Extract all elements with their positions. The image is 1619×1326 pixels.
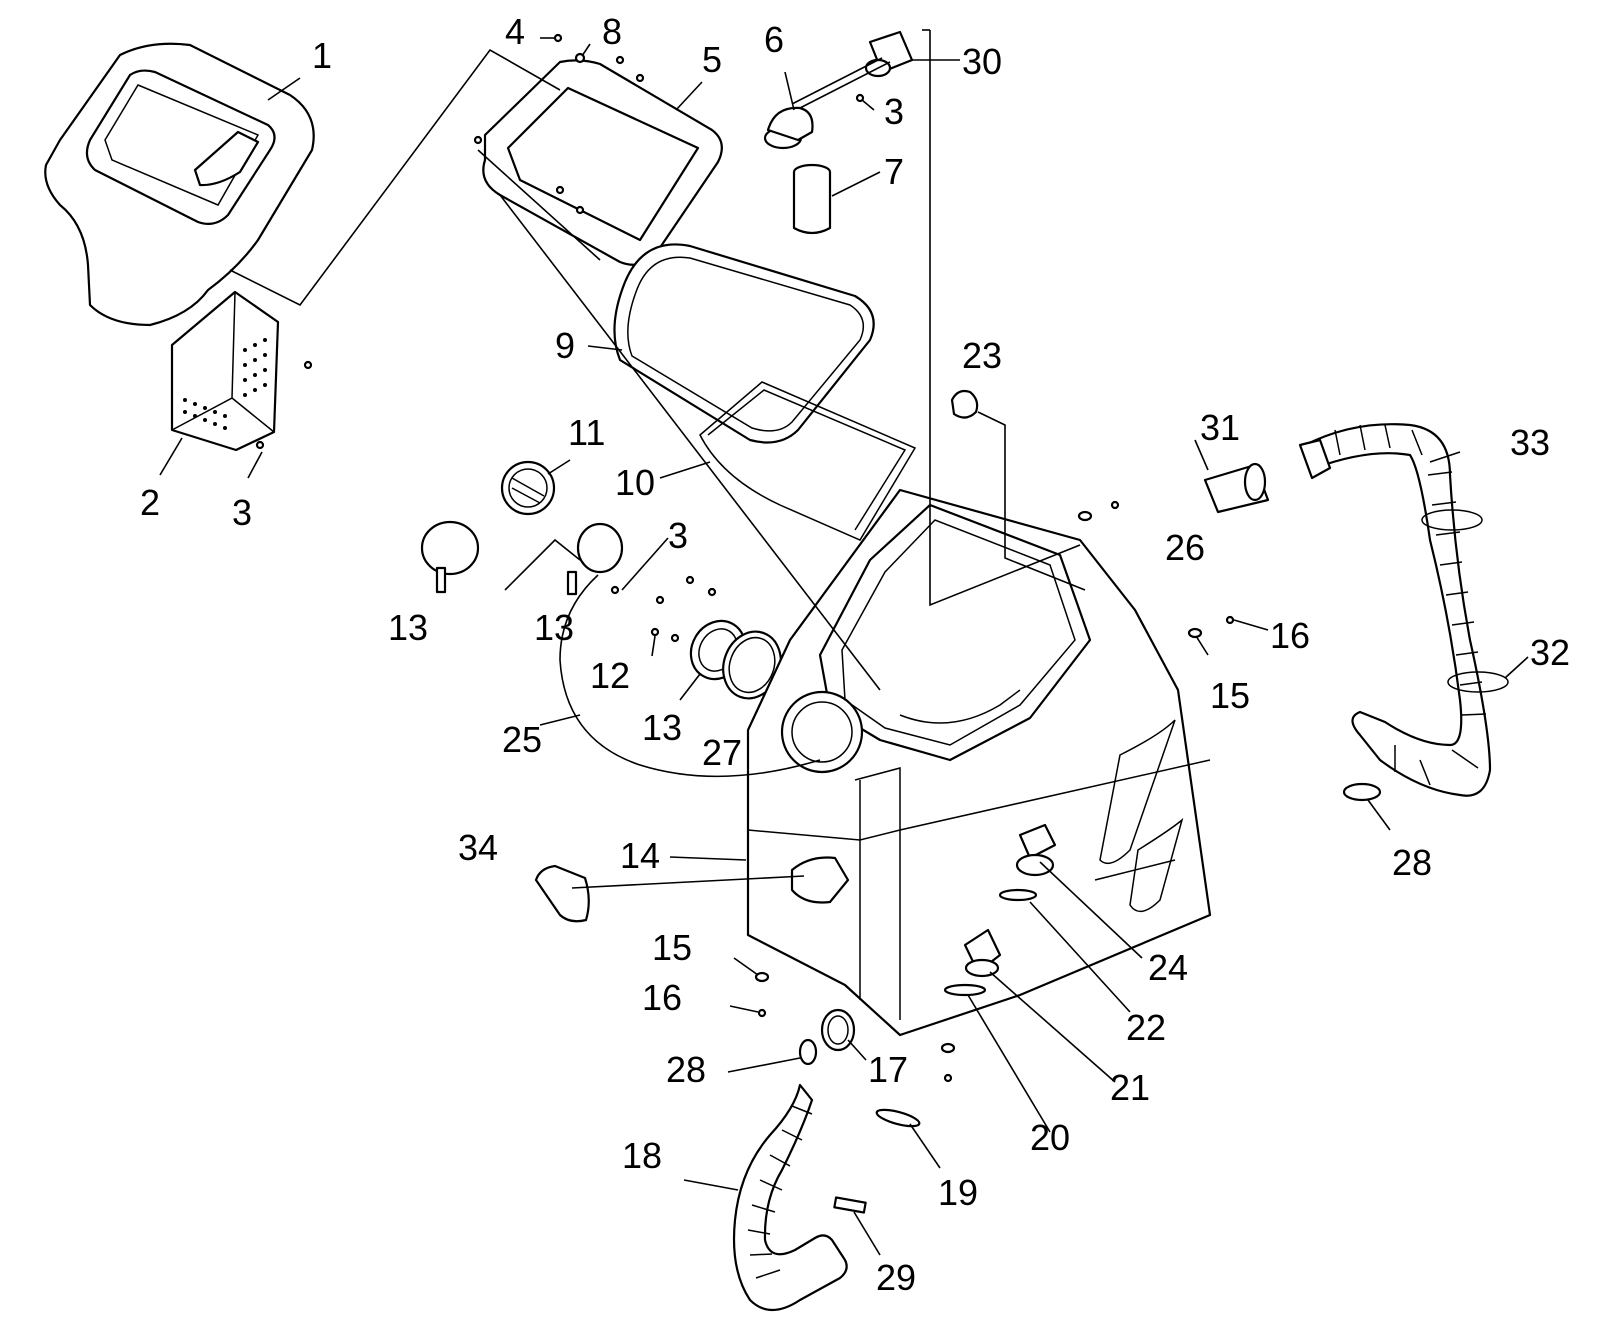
callout-14: 14 [620, 835, 660, 876]
callout-3: 3 [232, 492, 252, 533]
callout-labels: 1 2 3 4 8 5 6 30 3 7 9 10 11 13 13 3 12 … [140, 11, 1570, 1298]
part-9-gasket [613, 243, 875, 444]
part-17-fitting [820, 1008, 856, 1052]
callout-17: 17 [868, 1049, 908, 1090]
callout-34: 34 [458, 827, 498, 868]
callout-29: 29 [876, 1257, 916, 1298]
callout-20: 20 [1030, 1117, 1070, 1158]
screws-and-washers [255, 33, 1235, 1083]
callout-5: 5 [702, 39, 722, 80]
part-33-hose [1298, 423, 1492, 797]
callout-13-left: 13 [388, 607, 428, 648]
part-22-gasket [998, 888, 1038, 902]
callout-31: 31 [1200, 407, 1240, 448]
callout-4: 4 [505, 11, 525, 52]
callout-30: 30 [962, 41, 1002, 82]
part-13-disc-center [566, 522, 624, 596]
callout-6: 6 [764, 19, 784, 60]
callout-3-upper: 3 [884, 91, 904, 132]
part-20-gasket [943, 983, 987, 997]
callout-9: 9 [555, 325, 575, 366]
part-18-hose [732, 1083, 848, 1312]
callout-15-right: 15 [1210, 675, 1250, 716]
part-32-clamp-lower [1447, 671, 1509, 693]
part-28-clamp-left [798, 1038, 818, 1066]
callout-16-lower: 16 [642, 977, 682, 1018]
part-11-knob [500, 460, 556, 516]
callout-19: 19 [938, 1172, 978, 1213]
callout-28-left: 28 [666, 1049, 706, 1090]
callout-13-lower: 13 [642, 707, 682, 748]
part-32-clamp-upper [1421, 509, 1483, 531]
callout-28-right: 28 [1392, 842, 1432, 883]
part-31-adapter [1203, 462, 1270, 514]
part-13-cap-left [420, 520, 480, 594]
part-30-coupling [864, 30, 914, 78]
part-24-fitting [1015, 823, 1057, 877]
part-7-tube [792, 163, 832, 235]
part-1-lid [44, 42, 315, 327]
part-21-threaded [963, 928, 1002, 978]
callout-24: 24 [1148, 947, 1188, 988]
callout-2: 2 [140, 482, 160, 523]
part-28-clamp-right [1342, 782, 1382, 802]
callout-13-center: 13 [534, 607, 574, 648]
callout-1: 1 [312, 35, 332, 76]
part-27-oring [722, 630, 782, 700]
callout-11: 11 [568, 412, 605, 453]
callout-10: 10 [615, 462, 655, 503]
part-23-cap [950, 389, 979, 419]
part-34-badge [534, 864, 590, 923]
leader-lines [159, 29, 1529, 1256]
part-5-frame [482, 59, 723, 266]
callout-7: 7 [884, 151, 904, 192]
callout-26: 26 [1165, 527, 1205, 568]
callout-8: 8 [602, 11, 622, 52]
part-6-elbow [763, 106, 814, 150]
callout-18: 18 [622, 1135, 662, 1176]
callout-22: 22 [1126, 1007, 1166, 1048]
callout-3-center: 3 [668, 515, 688, 556]
callout-33: 33 [1510, 422, 1550, 463]
callout-16-right: 16 [1270, 615, 1310, 656]
callout-32: 32 [1530, 632, 1570, 673]
part-10-gasket [699, 381, 917, 541]
callout-23: 23 [962, 335, 1002, 376]
callout-15-lower: 15 [652, 927, 692, 968]
part-2-filter-basket [170, 290, 280, 452]
part-29-pin [833, 1196, 867, 1214]
callout-27: 27 [702, 732, 742, 773]
callout-21: 21 [1110, 1067, 1150, 1108]
callout-12: 12 [590, 655, 630, 696]
part-19-gasket [875, 1108, 921, 1128]
callout-25: 25 [502, 719, 542, 760]
